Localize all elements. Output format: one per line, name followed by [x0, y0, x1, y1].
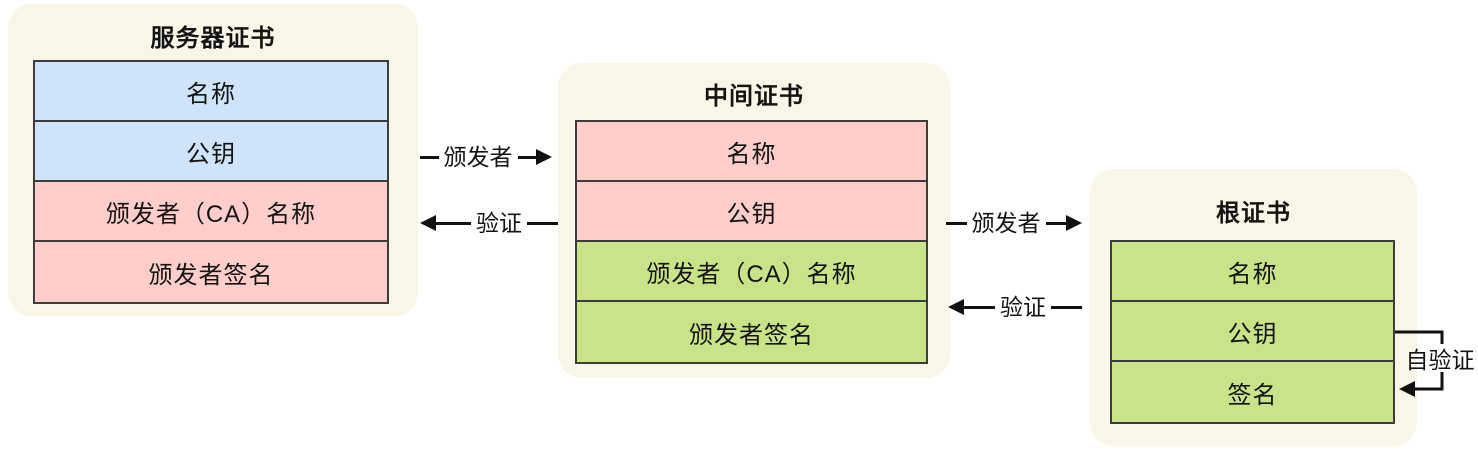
- table-row-issuer-ca-name: 颁发者（CA）名称: [577, 242, 926, 302]
- arrowhead-left-icon: [948, 299, 964, 315]
- table-row-public-key: 公钥: [35, 122, 387, 182]
- issuer-arrow-label: 颁发者: [971, 210, 1041, 236]
- table-row-issuer-ca-name: 颁发者（CA）名称: [35, 182, 387, 242]
- intermediate-certificate-table: 名称 公钥 颁发者（CA）名称 颁发者签名: [575, 120, 928, 364]
- arrow-line: [1045, 221, 1066, 225]
- arrowhead-left-icon: [420, 215, 436, 231]
- self-verify-label: 自验证: [1405, 347, 1475, 373]
- intermediate-certificate-title: 中间证书: [704, 83, 804, 110]
- arrow-line: [964, 305, 995, 309]
- arrow-line: [527, 221, 562, 225]
- issuer-arrow-server-to-intermediate: 颁发者: [420, 143, 552, 171]
- root-certificate-table: 名称 公钥 签名: [1110, 240, 1395, 424]
- issuer-arrow-intermediate-to-root: 颁发者: [946, 209, 1082, 237]
- arrow-line: [420, 155, 439, 159]
- arrow-line: [436, 221, 471, 225]
- table-row-public-key: 公钥: [577, 182, 926, 242]
- verify-arrow-intermediate-to-server: 验证: [420, 209, 562, 237]
- table-row-name: 名称: [35, 62, 387, 122]
- arrow-line: [517, 155, 536, 159]
- arrow-line: [1051, 305, 1082, 309]
- table-row-signature: 签名: [1112, 362, 1393, 422]
- root-certificate-title: 根证书: [1216, 200, 1291, 227]
- verify-arrow-label: 验证: [476, 210, 522, 236]
- table-row-name: 名称: [577, 122, 926, 182]
- arrowhead-right-icon: [1066, 215, 1082, 231]
- arrow-line: [946, 221, 967, 225]
- issuer-arrow-label: 颁发者: [443, 144, 513, 170]
- table-row-issuer-signature: 颁发者签名: [35, 242, 387, 302]
- verify-arrow-label: 验证: [1000, 294, 1046, 320]
- arrowhead-left-icon: [1399, 381, 1415, 397]
- table-row-issuer-signature: 颁发者签名: [577, 302, 926, 362]
- arrowhead-right-icon: [536, 149, 552, 165]
- self-verify-loop: [1395, 330, 1444, 397]
- root-certificate-card: 根证书 名称 公钥 签名: [1090, 169, 1417, 446]
- table-row-public-key: 公钥: [1112, 302, 1393, 362]
- table-row-name: 名称: [1112, 242, 1393, 302]
- server-certificate-title: 服务器证书: [150, 25, 276, 52]
- server-certificate-table: 名称 公钥 颁发者（CA）名称 颁发者签名: [33, 60, 389, 304]
- verify-arrow-root-to-intermediate: 验证: [948, 293, 1082, 321]
- intermediate-certificate-card: 中间证书 名称 公钥 颁发者（CA）名称 颁发者签名: [558, 63, 950, 378]
- server-certificate-card: 服务器证书 名称 公钥 颁发者（CA）名称 颁发者签名: [8, 4, 418, 316]
